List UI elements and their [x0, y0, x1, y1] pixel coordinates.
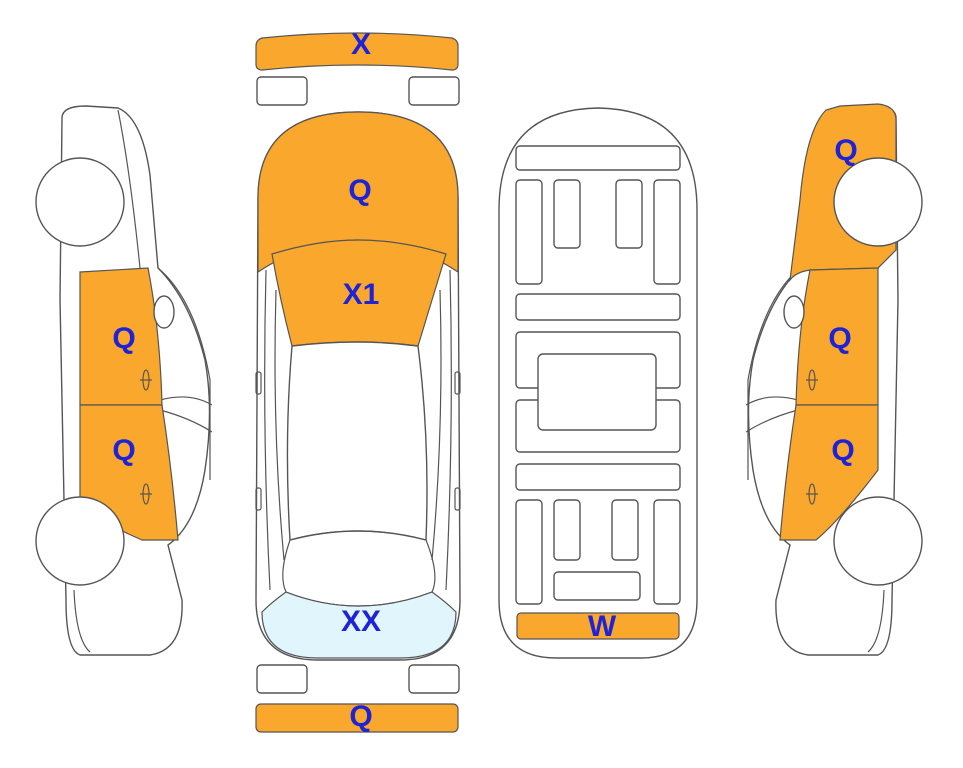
rear-bumper-label: Q	[349, 700, 372, 733]
left-front-door-label: Q	[112, 322, 135, 355]
right-mirror	[783, 295, 805, 329]
underbody-view: W	[498, 107, 698, 659]
right-rear-wheel	[833, 496, 923, 586]
left-front-door-handle	[140, 369, 152, 391]
left-front-wheel	[35, 157, 125, 247]
underbody-rear-label: W	[588, 610, 617, 643]
front-left-light	[256, 76, 308, 106]
left-mirror	[153, 295, 175, 329]
rear-right-light	[408, 664, 460, 694]
front-bumper[interactable]	[255, 32, 459, 71]
left-rear-door-handle	[140, 483, 152, 505]
right-front-door-label: Q	[828, 322, 851, 355]
front-right-light	[408, 76, 460, 106]
right-rear-door-label: Q	[831, 434, 854, 467]
right-front-fender-label: Q	[834, 134, 857, 167]
right-front-door-handle	[806, 369, 818, 391]
left-side-view: Q Q	[35, 105, 213, 656]
right-rear-door-handle	[806, 483, 818, 505]
right-front-wheel	[833, 157, 923, 247]
rear-window-label: XX	[341, 605, 381, 638]
hood-label: Q	[348, 174, 371, 207]
top-view: X Q X1 XX Q	[255, 28, 461, 733]
windshield-label: X1	[343, 278, 380, 311]
right-rear-door-panel[interactable]	[779, 404, 879, 541]
rear-left-light	[256, 664, 308, 694]
front-bumper-label: X	[351, 28, 371, 61]
left-rear-door-label: Q	[112, 434, 135, 467]
rear-bumper[interactable]	[255, 703, 459, 733]
windshield[interactable]	[271, 239, 447, 347]
underbody-rear-panel[interactable]	[516, 612, 680, 640]
right-side-view: Q Q Q	[745, 103, 923, 656]
left-rear-wheel	[35, 496, 125, 586]
roof	[286, 341, 428, 541]
